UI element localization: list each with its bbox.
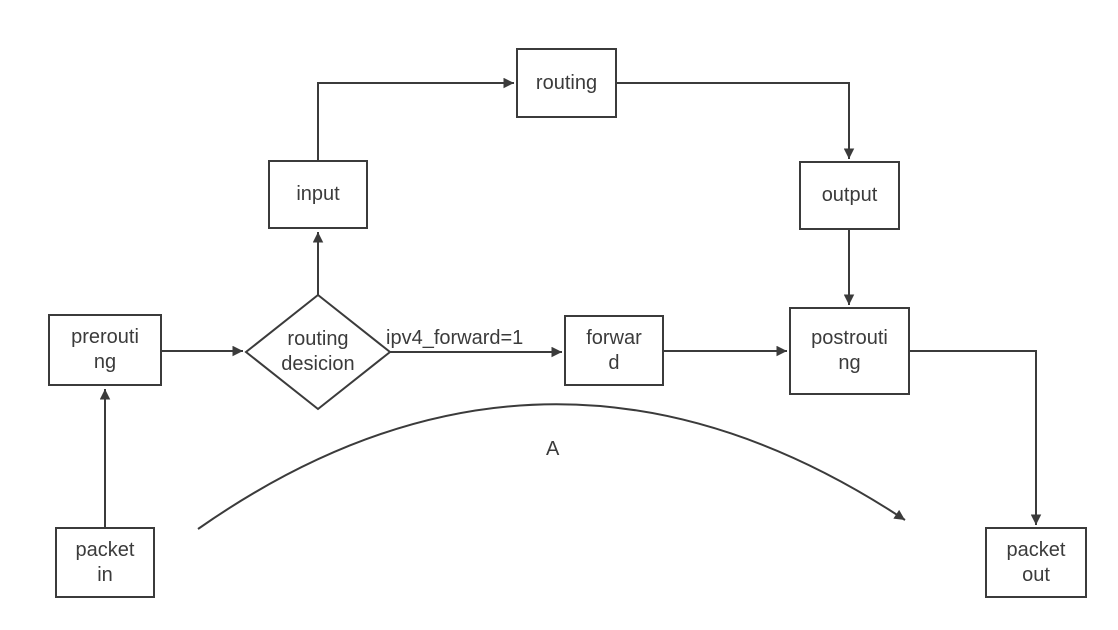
node-postrouting: postrouti ng — [789, 307, 910, 395]
node-prerouting: prerouti ng — [48, 314, 162, 386]
edge-label-a: A — [546, 438, 560, 460]
node-output: output — [799, 161, 900, 230]
node-forward: forwar d — [564, 315, 664, 386]
edge-postrouting-to-packet-out — [910, 350, 1042, 525]
node-packet-out: packet out — [985, 527, 1087, 598]
edge-label-ipv4-forward: ipv4_forward=1 — [386, 327, 524, 349]
node-input: input — [268, 160, 368, 229]
edge-routing-to-output — [617, 82, 855, 159]
edge-curve-a — [197, 403, 906, 530]
node-routing-decision-label: routing desicion — [281, 328, 355, 375]
node-routing: routing — [516, 48, 617, 118]
routing-decision-diamond — [244, 293, 392, 411]
edge-input-to-routing — [317, 77, 514, 160]
node-packet-in: packet in — [55, 527, 155, 598]
